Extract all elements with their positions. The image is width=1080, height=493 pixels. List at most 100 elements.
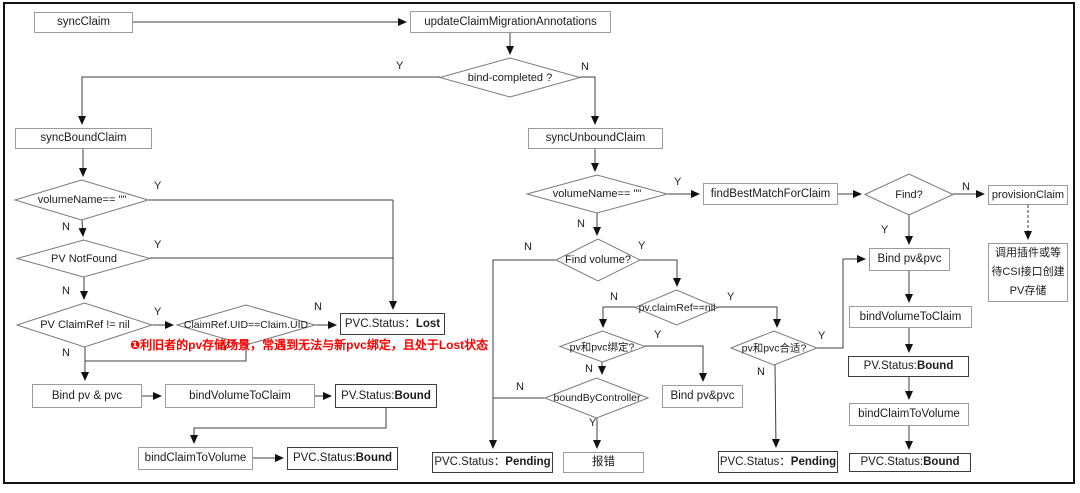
branch-label-no: N (524, 241, 532, 253)
branch-label-no: N (62, 221, 70, 233)
node-bind-volume-to-claim-right: bindVolumeToClaim (849, 306, 972, 328)
node-pvc-status-bound-left: PVC.Status: Bound (287, 447, 398, 470)
connector (85, 345, 247, 362)
branch-label-no: N (962, 181, 970, 193)
decision-pv-claimref-nil (633, 289, 720, 326)
status-prefix: PVC.Status： (719, 455, 791, 468)
status-prefix: PVC.Status： (344, 317, 416, 330)
csi-note-line: PV存储 (1009, 285, 1047, 297)
node-label: Bind pv&pvc (670, 390, 735, 403)
node-label: syncUnboundClaim (545, 132, 646, 145)
node-label: provisionClaim (991, 188, 1065, 201)
decision-label-pv-claimref-not-nil: PV ClaimRef != nil (40, 319, 130, 331)
branch-label-yes: Y (589, 417, 597, 429)
status-value: Bound (355, 452, 393, 465)
branch-label-no: N (516, 381, 524, 393)
decision-label-bind-completed: bind-completed ? (467, 72, 553, 84)
branch-label-no: N (585, 363, 593, 375)
node-label: bindClaimToVolume (858, 408, 960, 421)
csi-note-line: 调用插件或等 (995, 247, 1061, 259)
csi-note-line: 待CSI接口创建 (991, 266, 1065, 278)
status-value: Bound (916, 360, 954, 373)
node-pvc-status-lost: PVC.Status：Lost (340, 313, 445, 335)
connector (771, 364, 780, 448)
connector (489, 259, 556, 449)
node-label: updateClaimMigrationAnnotations (424, 15, 597, 28)
status-value: Bound (394, 389, 431, 402)
node-bind-claim-to-volume-right: bindClaimToVolume (849, 403, 969, 426)
decision-pv-claimref-not-nil (15, 302, 154, 348)
node-update-claim-migration-annotations: updateClaimMigrationAnnotations (410, 11, 611, 33)
decision-label-pv-claimref-nil: pv.claimRef==nil (638, 302, 716, 314)
annotation-lost-note: ❶利旧者的pv存储场景，常遇到无法与新pvc绑定，且处于Lost状态 (130, 338, 489, 352)
branch-label-yes: Y (674, 176, 682, 188)
node-pv-status-bound-left: PV.Status: Bound (335, 384, 437, 408)
status-value: Pending (790, 455, 837, 468)
status-prefix: PVC.Status： (434, 456, 506, 469)
branch-label-no: N (62, 347, 70, 359)
branch-label-no: N (62, 285, 70, 297)
node-error: 报错 (563, 452, 644, 473)
branch-label-yes: Y (818, 330, 826, 342)
node-bind-volume-to-claim-left: bindVolumeToClaim (165, 384, 315, 408)
connector (718, 306, 781, 328)
status-value: Pending (505, 456, 551, 469)
node-provision-claim: provisionClaim (988, 185, 1068, 205)
decision-label-pv-notfound: PV NotFound (50, 253, 118, 265)
node-sync-claim: syncClaim (34, 12, 133, 33)
branch-label-no: N (577, 218, 585, 230)
status-prefix: PV.Status: (863, 360, 917, 373)
connector (580, 76, 599, 125)
node-label: syncBoundClaim (40, 132, 127, 145)
decision-label-bound-by-controller: boundByController (553, 392, 641, 404)
decision-label-pv-pvc-bound: pv和pvc绑定? (569, 341, 635, 354)
branch-label-yes: Y (222, 341, 230, 353)
connector (78, 219, 87, 237)
connector (817, 255, 866, 349)
node-label: bindVolumeToClaim (859, 310, 962, 323)
connector (645, 345, 707, 382)
status-prefix: PVC.Status: (292, 452, 356, 465)
branch-label-no: N (581, 61, 589, 73)
node-bind-claim-to-volume-left: bindClaimToVolume (138, 447, 253, 470)
decision-label-volumename-left: volumeName== "" (37, 194, 127, 206)
node-label: bindVolumeToClaim (189, 389, 291, 402)
node-label: Bind pv & pvc (51, 389, 123, 402)
decision-claimref-uid (175, 304, 317, 346)
outer-border (3, 2, 1075, 484)
node-sync-bound-claim: syncBoundClaim (15, 128, 152, 149)
decision-label-find-volume: Find volume? (564, 254, 632, 266)
decision-pv-pvc-bound (558, 330, 647, 363)
branch-label-yes: Y (654, 329, 662, 341)
node-pv-status-bound-right: PV.Status: Bound (848, 356, 969, 377)
node-find-best-match-for-claim: findBestMatchForClaim (703, 183, 838, 205)
node-label: findBestMatchForClaim (710, 187, 831, 200)
branch-label-yes: Y (881, 224, 889, 236)
node-sync-unbound-claim: syncUnboundClaim (528, 128, 663, 149)
branch-label-yes: Y (154, 239, 162, 251)
status-value: Bound (923, 456, 960, 469)
node-pvc-status-pending-right: PVC.Status：Pending (718, 451, 838, 473)
decision-bound-by-controller (543, 377, 650, 419)
connector (190, 408, 387, 444)
decision-find-volume (554, 238, 642, 282)
decision-volumename-empty-left (13, 179, 150, 221)
status-prefix: PVC.Status: (860, 456, 924, 469)
branch-label-yes: Y (154, 306, 162, 318)
node-pvc-status-pending-left: PVC.Status：Pending (432, 452, 553, 473)
branch-label-yes: Y (154, 180, 162, 192)
status-value: Lost (415, 317, 441, 330)
node-csi-note: 调用插件或等 待CSI接口创建 PV存储 (988, 243, 1068, 302)
branch-label-yes: Y (638, 240, 646, 252)
connector (599, 306, 635, 328)
node-label: bindClaimToVolume (144, 452, 247, 465)
branch-label-no: N (610, 291, 618, 303)
node-label: Bind pv&pvc (877, 253, 942, 266)
connector (78, 76, 440, 125)
decision-label-pv-pvc-fit: pv和pvc合适? (741, 342, 807, 355)
decision-bind-completed (438, 57, 582, 98)
node-bind-pv-pvc-mid: Bind pv&pvc (662, 385, 743, 408)
decision-label-claimref-uid: ClaimRef.UID==Claim.UID (183, 319, 309, 331)
